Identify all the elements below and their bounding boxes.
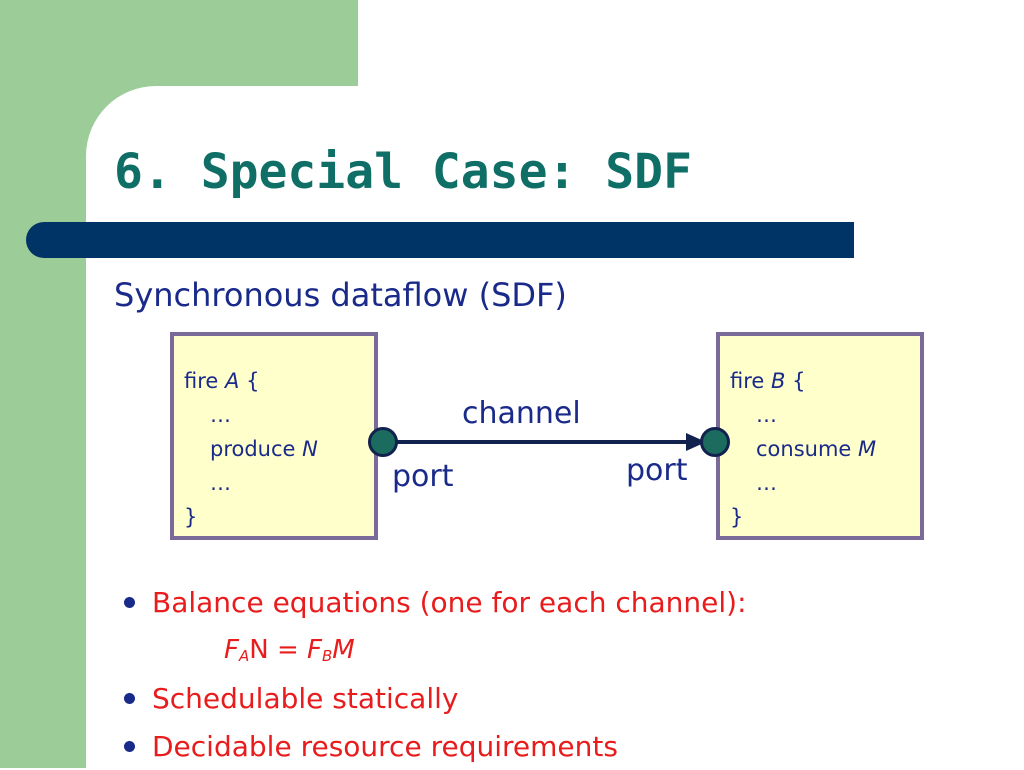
actor-a-name: A xyxy=(225,369,240,393)
actor-b-ellipsis-top: … xyxy=(756,403,777,427)
bullet-list: Balance equations (one for each channel)… xyxy=(124,578,747,770)
bullet-dot-icon xyxy=(124,596,135,608)
actor-a-rate: N xyxy=(302,437,318,461)
port-b-dot xyxy=(700,427,730,457)
bullet-item-decidable: Decidable resource requirements xyxy=(124,722,747,770)
channel-arrow xyxy=(380,433,706,451)
bullet-text-decidable: Decidable resource requirements xyxy=(152,729,618,763)
actor-b-name: B xyxy=(771,369,786,393)
port-b-label: port xyxy=(626,453,688,488)
slide-title: 6. Special Case: SDF xyxy=(114,144,692,200)
port-a-dot xyxy=(368,427,398,457)
actor-b-box: fire B { … consume M … } xyxy=(716,332,924,540)
bullet-item-balance: Balance equations (one for each channel)… xyxy=(124,578,747,626)
actor-b-rate: M xyxy=(858,437,877,461)
bullet-item-schedulable: Schedulable statically xyxy=(124,674,747,722)
bullet-dot-icon xyxy=(124,740,135,752)
channel-arrowhead-icon xyxy=(686,433,706,451)
actor-a-header: fire A { xyxy=(184,369,260,393)
bullet-dot-icon xyxy=(124,692,135,704)
actor-b-ellipsis-bottom: … xyxy=(756,471,777,495)
actor-a-ellipsis-bottom: … xyxy=(210,471,231,495)
actor-b-header: fire B { xyxy=(730,369,806,393)
actor-a-box: fire A { … produce N … } xyxy=(170,332,378,540)
bullet-text-balance: Balance equations (one for each channel)… xyxy=(152,585,747,619)
slide-subtitle: Synchronous dataflow (SDF) xyxy=(114,276,567,314)
channel-label: channel xyxy=(462,396,581,431)
bullet-text-schedulable: Schedulable statically xyxy=(152,681,459,715)
port-a-label: port xyxy=(392,459,454,494)
actor-b-consume: consume M xyxy=(756,437,877,461)
actor-a-produce: produce N xyxy=(210,437,318,461)
title-underline-bar xyxy=(26,222,854,258)
actor-b-close-brace: } xyxy=(730,505,744,529)
actor-a-ellipsis-top: … xyxy=(210,403,231,427)
actor-a-close-brace: } xyxy=(184,505,198,529)
